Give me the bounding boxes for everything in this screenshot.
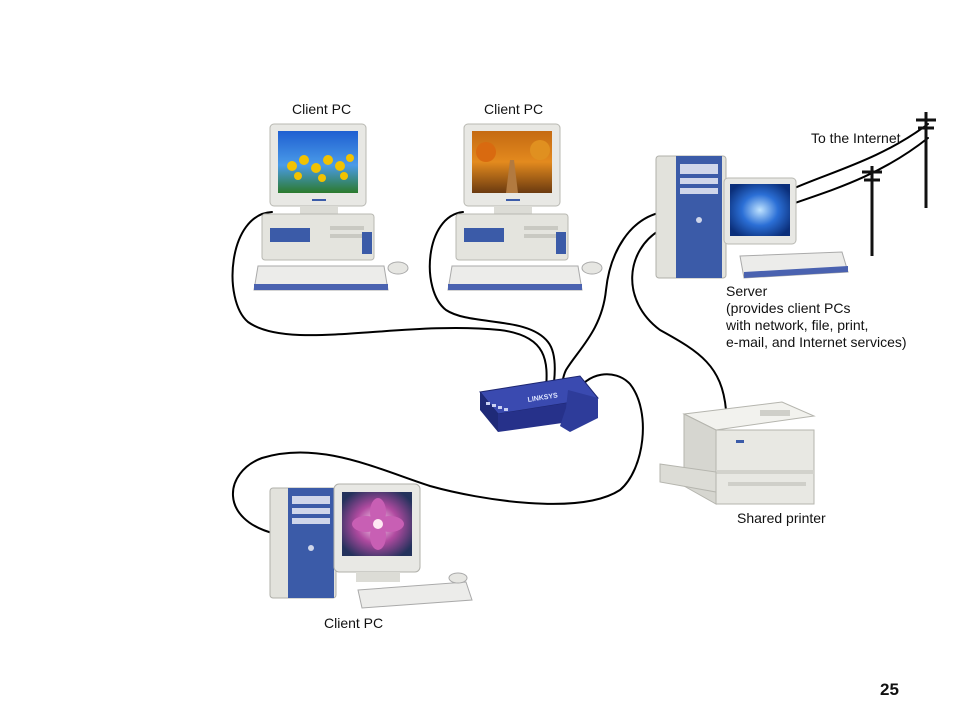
keyboard bbox=[739, 251, 849, 279]
keyboard bbox=[357, 581, 473, 609]
desktop-case bbox=[455, 213, 569, 261]
hub-ports bbox=[486, 402, 508, 411]
client-pc-3[interactable] bbox=[269, 483, 473, 609]
label-shared-printer: Shared printer bbox=[737, 510, 826, 526]
keyboard bbox=[447, 265, 583, 291]
monitor bbox=[333, 483, 421, 582]
client-pc-2[interactable] bbox=[447, 123, 603, 291]
cable-server-to-internet bbox=[789, 123, 929, 191]
monitor bbox=[269, 123, 367, 214]
server-line-3: e-mail, and Internet services) bbox=[726, 334, 907, 350]
printer-logo bbox=[736, 440, 744, 443]
cable-server-to-printer bbox=[631, 229, 727, 411]
label-server: Server (provides client PCs with network… bbox=[726, 283, 907, 351]
cable-hub-to-client-pc-3 bbox=[231, 373, 644, 535]
keyboard bbox=[253, 265, 389, 291]
monitor bbox=[463, 123, 561, 214]
autumn-road-wallpaper bbox=[476, 140, 550, 193]
mouse bbox=[448, 572, 468, 584]
label-internet: To the Internet bbox=[811, 130, 901, 146]
tower-case bbox=[269, 487, 337, 599]
network-hub[interactable]: LINKSYS bbox=[479, 375, 599, 432]
shared-printer[interactable] bbox=[659, 401, 816, 505]
server-tower bbox=[655, 155, 727, 279]
server-line-1: (provides client PCs bbox=[726, 300, 851, 316]
cable-server-to-internet-2 bbox=[791, 137, 929, 205]
cable-client-pc-1-to-hub bbox=[231, 211, 548, 391]
label-client-pc-3: Client PC bbox=[324, 615, 384, 631]
network-cables bbox=[231, 123, 929, 535]
label-client-pc-1: Client PC bbox=[292, 101, 352, 117]
client-pc-1[interactable] bbox=[253, 123, 409, 291]
server-line-2: with network, file, print, bbox=[726, 317, 869, 333]
mouse bbox=[387, 261, 409, 275]
cable-client-pc-2-to-hub bbox=[428, 211, 556, 391]
monitor bbox=[723, 177, 797, 245]
page-number: 25 bbox=[880, 680, 899, 699]
utility-poles bbox=[862, 112, 936, 256]
desktop-case bbox=[261, 213, 375, 261]
flower-wallpaper bbox=[352, 498, 404, 550]
router-brand: LINKSYS bbox=[527, 392, 558, 404]
server[interactable] bbox=[655, 155, 849, 279]
label-client-pc-2: Client PC bbox=[484, 101, 544, 117]
mouse bbox=[581, 261, 603, 275]
server-title: Server bbox=[726, 283, 768, 299]
flower-wallpaper bbox=[287, 154, 354, 182]
